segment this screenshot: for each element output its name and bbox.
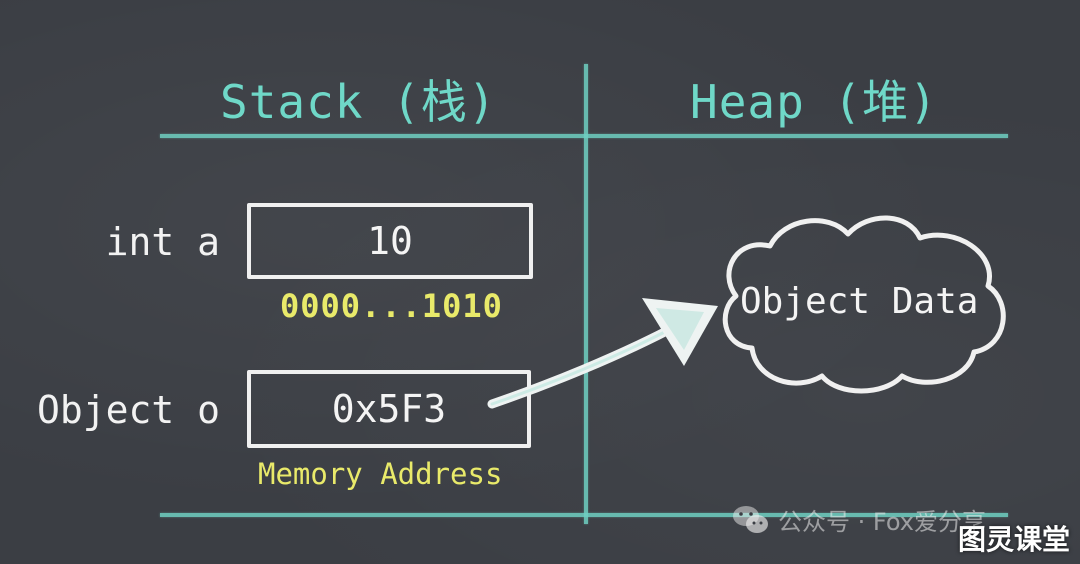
stack-heap-divider	[584, 64, 588, 524]
brand-name: 图灵课堂	[957, 523, 1070, 556]
heap-header: Heap (堆)	[690, 75, 938, 129]
int-variable-label: int a	[105, 220, 220, 264]
object-reference-value: 0x5F3	[331, 387, 447, 431]
object-variable-label: Object o	[36, 388, 220, 432]
wechat-icon	[733, 505, 768, 533]
object-reference-cell: 0x5F3	[247, 370, 531, 448]
binary-representation: 0000...1010	[280, 287, 503, 325]
int-value: 10	[367, 219, 413, 263]
heap-object-label: Object Data	[740, 281, 979, 322]
watermark-text: 公众号 · Fox爱分享	[778, 508, 986, 536]
memory-address-note: Memory Address	[258, 457, 503, 491]
cloud-icon	[722, 215, 1006, 394]
watermark: 公众号 · Fox爱分享	[732, 502, 986, 537]
arrow-icon	[487, 298, 718, 409]
stack-header: Stack (栈)	[220, 75, 497, 129]
int-value-cell: 10	[247, 203, 533, 279]
